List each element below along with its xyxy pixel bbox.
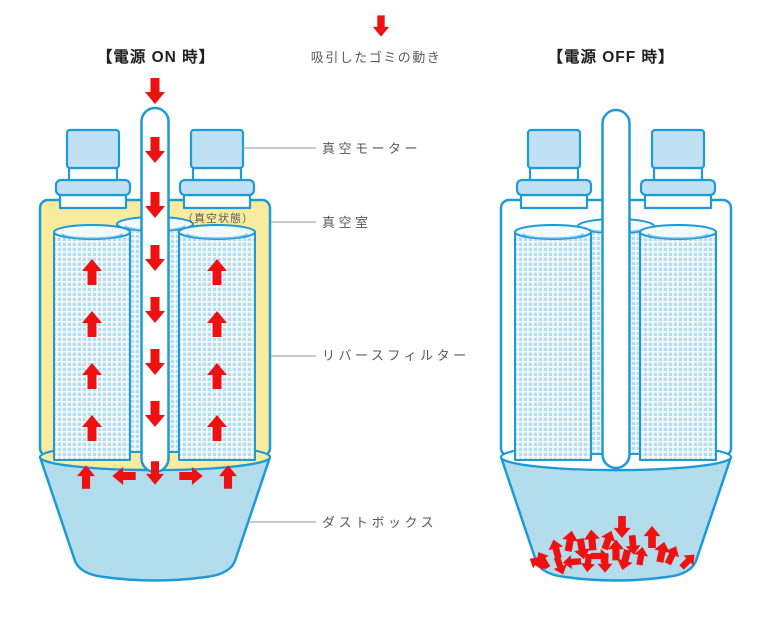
callouts: 真空モーター 真空室 リバースフィルター ダストボックス [243, 141, 470, 530]
motor-right [639, 128, 717, 210]
label-vacuum-motor: 真空モーター [322, 141, 421, 156]
motor-left [54, 128, 132, 210]
arrow-down-icon [145, 78, 165, 104]
legend-arrow-down-icon [372, 15, 390, 37]
label-dust-box: ダストボックス [322, 515, 437, 530]
motor-right [178, 128, 256, 210]
device-power-off [499, 108, 733, 582]
vacuum-state-note: （真空状態） [182, 211, 254, 225]
label-reverse-filter: リバースフィルター [322, 348, 470, 363]
panel-off-title: 【電源 OFF 時】 [547, 47, 674, 66]
label-vacuum-chamber: 真空室 [322, 215, 372, 230]
filter-left [514, 224, 592, 461]
device-power-on: （真空状態） [38, 78, 272, 582]
legend-label: 吸引したゴミの動き [311, 50, 442, 65]
filter-right [639, 224, 717, 461]
center-tube [601, 108, 631, 470]
panel-on-title: 【電源 ON 時】 [97, 47, 215, 66]
motor-left [515, 128, 593, 210]
